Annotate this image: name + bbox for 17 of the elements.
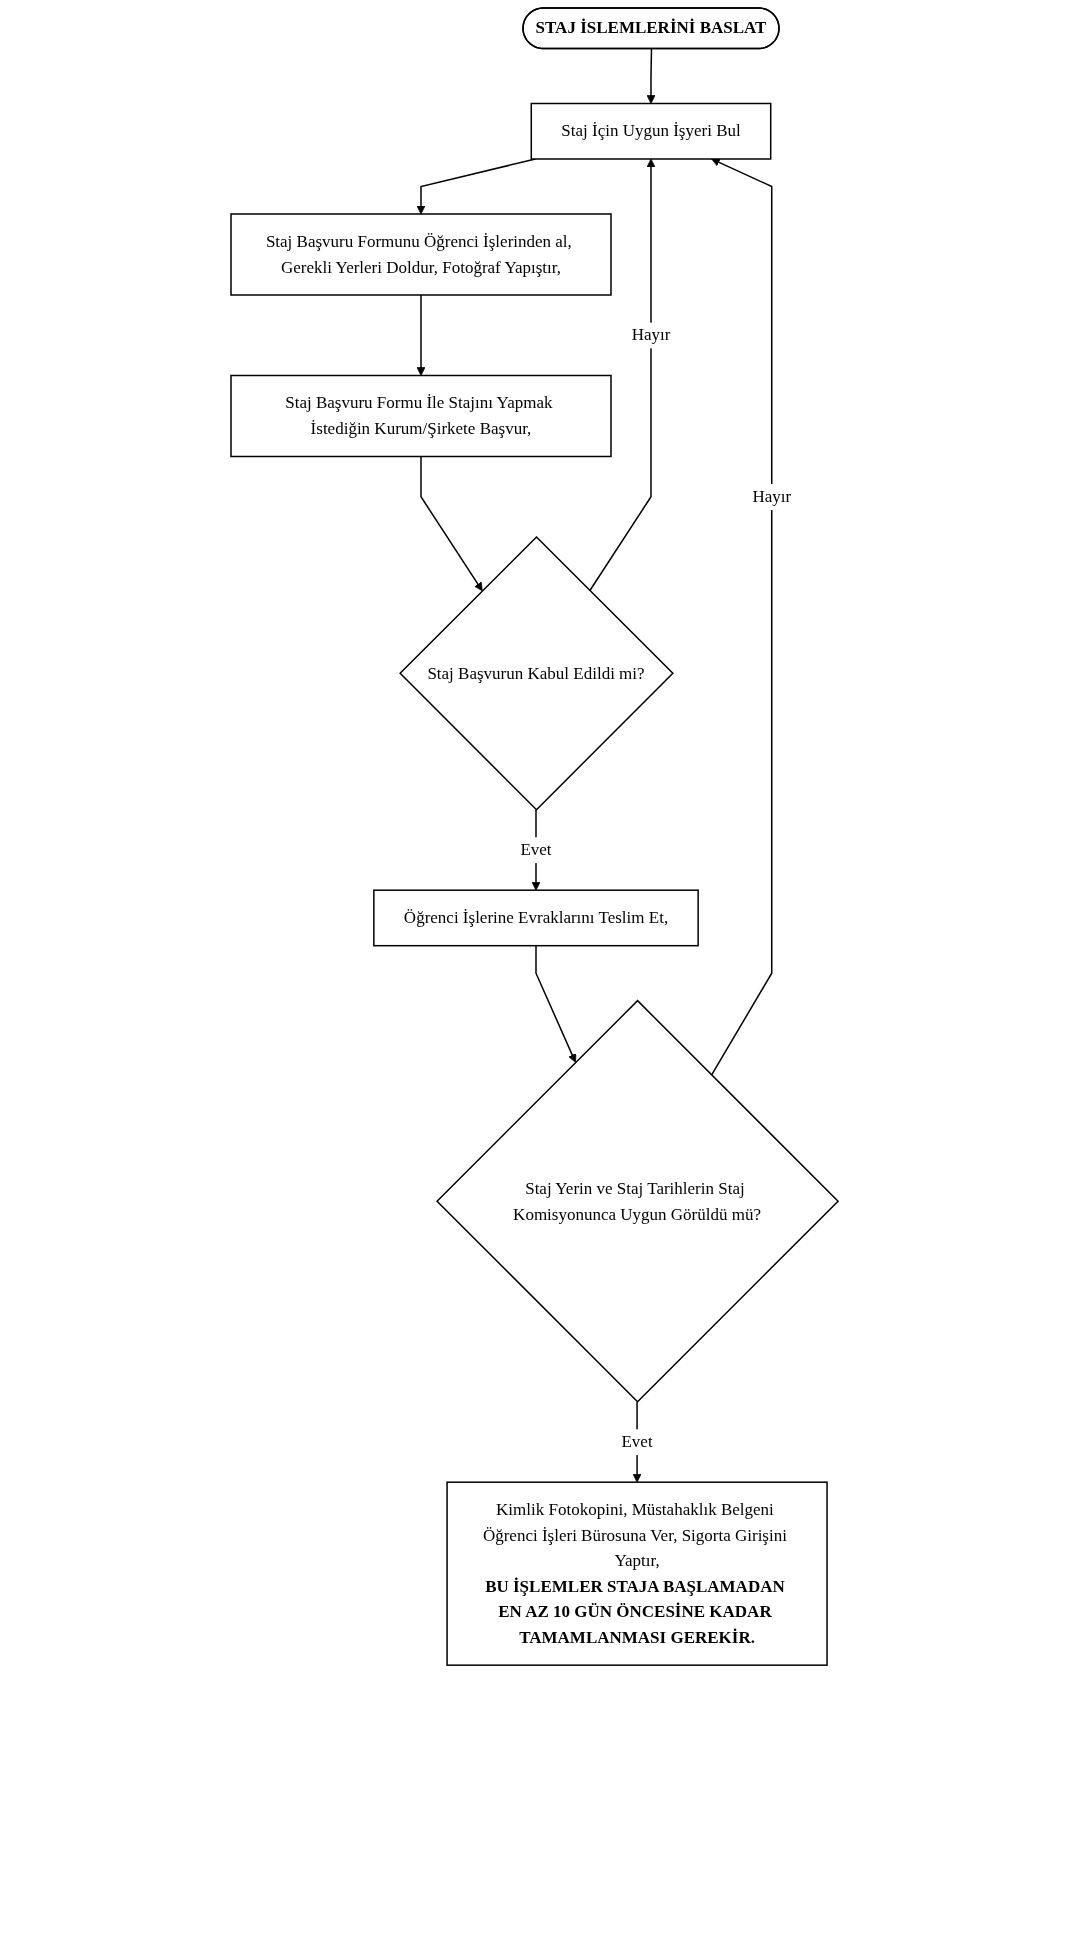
edge-label: Hayır: [752, 486, 792, 506]
arrow: [535, 944, 577, 1063]
arrow: [647, 48, 656, 104]
edge-label: Evet: [621, 1432, 654, 1452]
arrow: [417, 294, 426, 376]
node-box: Kimlik Fotokopini, Müstahaklık Belgeni Öğrenci İşleri Bürosuna Ver, Sigorta Girişini Yaptır, BU İŞLEMLER STAJA BAŞLAMADAN EN AZ 10 GÜN ÖNCESİNE KADAR TAMAMLANMASI GEREKİR.: [446, 1481, 829, 1666]
node-box: Staj Başvuru Formunu Öğrenci İşlerinden al, Gerekli Yerleri Doldur, Fotoğraf Yapıştır,: [230, 213, 613, 296]
node-box: Staj İçin Uygun İşyeri Bul: [531, 102, 772, 160]
edge-label: Hayır: [632, 325, 671, 345]
node-diamond: Staj Başvurun Kabul Edildi mi?: [399, 535, 675, 811]
arrow: [420, 455, 484, 592]
arrow: [589, 158, 656, 592]
arrow: [711, 158, 773, 1076]
node-box: Öğrenci İşlerine Evraklarını Teslim Et,: [373, 889, 700, 947]
node-box: Staj Başvuru Formu İle Stajını Yapmak İstediğin Kurum/Şirkete Başvur,: [230, 374, 613, 458]
node-diamond: Staj Yerin ve Staj Tarihlerin Staj Komisyonunca Uygun Görüldü mü?: [436, 999, 840, 1403]
edge-label: Evet: [520, 840, 553, 860]
